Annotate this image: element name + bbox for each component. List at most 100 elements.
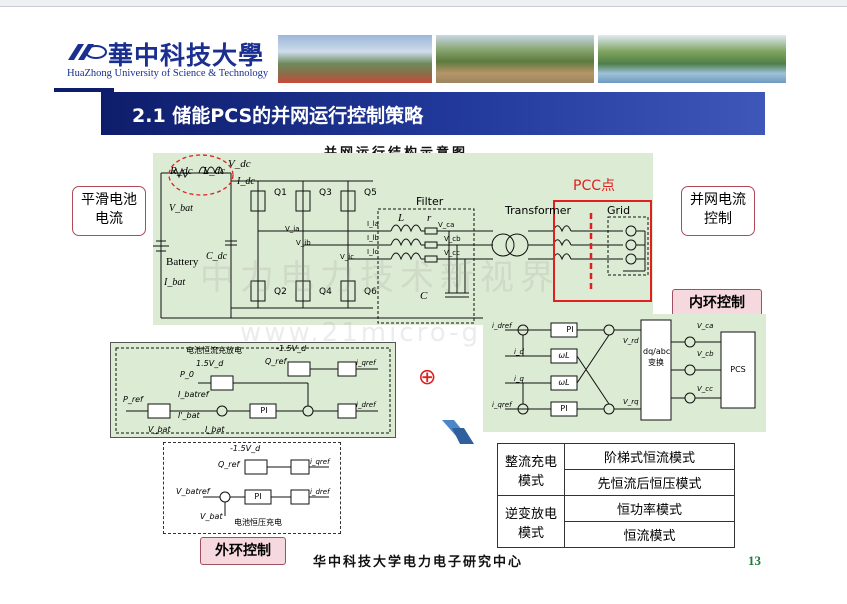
inner-control-panel (483, 314, 766, 432)
outer-bottom-qref: Q_ref (218, 460, 240, 469)
dq-abc-block: dq/abc变换 (643, 347, 671, 367)
l-label: L (398, 212, 405, 224)
inner-vrq: V_rq (623, 398, 639, 406)
outer-top-p0: P_0 (180, 370, 194, 379)
ilb-label: I_lb (367, 234, 379, 242)
filter-label: Filter (416, 195, 444, 208)
top-border (0, 0, 847, 7)
grid-label: Grid (607, 204, 631, 217)
table-row: 逆变放电模式 恒功率模式 (497, 495, 735, 548)
outer-control-bottom-panel (163, 442, 341, 534)
battery-label: Battery (166, 256, 199, 268)
vib-label: V_ib (296, 239, 311, 247)
outer-bottom-vbat: V_bat (200, 512, 223, 521)
q6-label: Q6 (364, 287, 377, 297)
vca-label: V_ca (438, 221, 455, 229)
vbat-label: V_bat (169, 203, 193, 214)
outer-top-ibat: I_bat (205, 425, 225, 434)
circuit-diagram (153, 154, 652, 324)
inner-wl-2: ωL (558, 378, 570, 387)
q1-label: Q1 (274, 188, 287, 198)
outer-bottom-idref: i_dref (310, 488, 330, 496)
rdc-label: R_dc (170, 165, 193, 177)
outer-top-ibatref: I_batref (178, 390, 209, 399)
outer-top-1-5vd: 1.5V_d (196, 359, 224, 368)
inner-wl-1: ωL (558, 351, 570, 360)
hust-logo-icon (68, 44, 107, 60)
inner-loop-label: 内环控制 (672, 289, 762, 317)
inner-id-label: i_d (514, 348, 524, 356)
watermark: 中力电力技术新视界 (200, 258, 560, 298)
outer-top-idref: i_dref (356, 401, 376, 409)
outer-bottom-neg-1-5vd: -1.5V_d (230, 444, 261, 453)
idc-label: I_dc (237, 176, 255, 187)
q2-label: Q2 (274, 287, 287, 297)
table-cell: 恒流模式 (564, 521, 735, 548)
ibat-label: I_bat (164, 277, 186, 288)
cdc-label: C_dc (206, 251, 228, 262)
inner-vrd: V_rd (623, 337, 639, 345)
outer-top-qref: Q_ref (265, 357, 287, 366)
inner-vca: V_ca (697, 322, 714, 330)
campus-photo-2 (436, 35, 594, 83)
outer-loop-label: 外环控制 (200, 537, 286, 565)
vcc-label: V_cc (444, 249, 460, 257)
table-row: 整流充电模式 阶梯式恒流模式 (497, 443, 735, 496)
inner-iq-label: i_q (514, 375, 524, 383)
outer-top-caption: 电池恒流充放电 (186, 346, 242, 355)
inner-pi-d: PI (566, 325, 574, 334)
outer-control-top-panel (110, 342, 396, 438)
outer-bottom-iqref: i_qref (310, 458, 330, 466)
campus-photo-3 (598, 35, 786, 83)
outer-control-bottom-diagram (203, 459, 329, 516)
pcc-label: PCC点 (573, 178, 615, 194)
outer-bottom-vbatref: V_batref (176, 487, 210, 496)
title-bar (101, 92, 765, 135)
inner-idref-label: i_dref (492, 322, 512, 330)
inner-pi-q: PI (560, 404, 568, 413)
vcb-label: V_cb (444, 235, 461, 243)
q5-label: Q5 (364, 188, 377, 198)
vdc-label: V_dc (228, 158, 251, 170)
footer-text: 华中科技大学电力电子研究中心 (313, 555, 524, 570)
table-group-cell: 逆变放电模式 (497, 495, 565, 548)
ldc-label: L_dc (203, 165, 225, 177)
via-label: V_ia (285, 225, 300, 233)
vic-label: V_ic (340, 253, 355, 261)
outer-control-top-diagram (115, 347, 391, 434)
outer-bottom-caption: 电池恒压充电 (234, 518, 282, 527)
plus-symbol: ⊕ (418, 365, 437, 390)
ila-label: I_la (367, 220, 379, 228)
c-label: C (420, 290, 428, 302)
outer-top-ibat-prime: I'_bat (178, 411, 200, 420)
table-cell: 恒功率模式 (564, 495, 735, 522)
university-name-cn: 華中科技大學 (108, 41, 265, 70)
r-label: r (427, 212, 432, 224)
outer-top-neg-1-5vd: -1.5V_d (276, 344, 307, 353)
title-accent (54, 88, 114, 92)
university-name-en: HuaZhong University of Science & Technol… (67, 68, 269, 79)
inner-iqref-label: i_qref (492, 401, 512, 409)
table-cell: 先恒流后恒压模式 (564, 469, 735, 496)
inner-vcb: V_cb (697, 350, 714, 358)
table-cell: 阶梯式恒流模式 (564, 443, 735, 470)
outer-top-pi: PI (260, 406, 268, 415)
transformer-label: Transformer (505, 204, 572, 217)
down-arrow-icon (442, 420, 474, 444)
inner-control-diagram (505, 319, 756, 421)
campus-photo-1 (278, 35, 432, 83)
outer-top-pref: P_ref (123, 395, 143, 404)
outer-top-iqref: i_qref (356, 359, 376, 367)
q4-label: Q4 (319, 287, 332, 297)
slide-title: 2.1 储能PCS的并网运行控制策略 (132, 105, 424, 127)
q3-label: Q3 (319, 188, 332, 198)
circuit-panel (153, 153, 653, 325)
callout-grid-current: 并网电流控制 (681, 186, 755, 236)
outer-top-vbat: V_bat (148, 425, 171, 434)
callout-smooth-current: 平滑电池电流 (72, 186, 146, 236)
table-row: 恒流模式 (498, 521, 735, 548)
table-row: 先恒流后恒压模式 (498, 469, 735, 496)
table-group-cell: 整流充电模式 (497, 443, 565, 496)
inner-vcc: V_cc (697, 385, 713, 393)
page-number: 13 (748, 553, 761, 568)
